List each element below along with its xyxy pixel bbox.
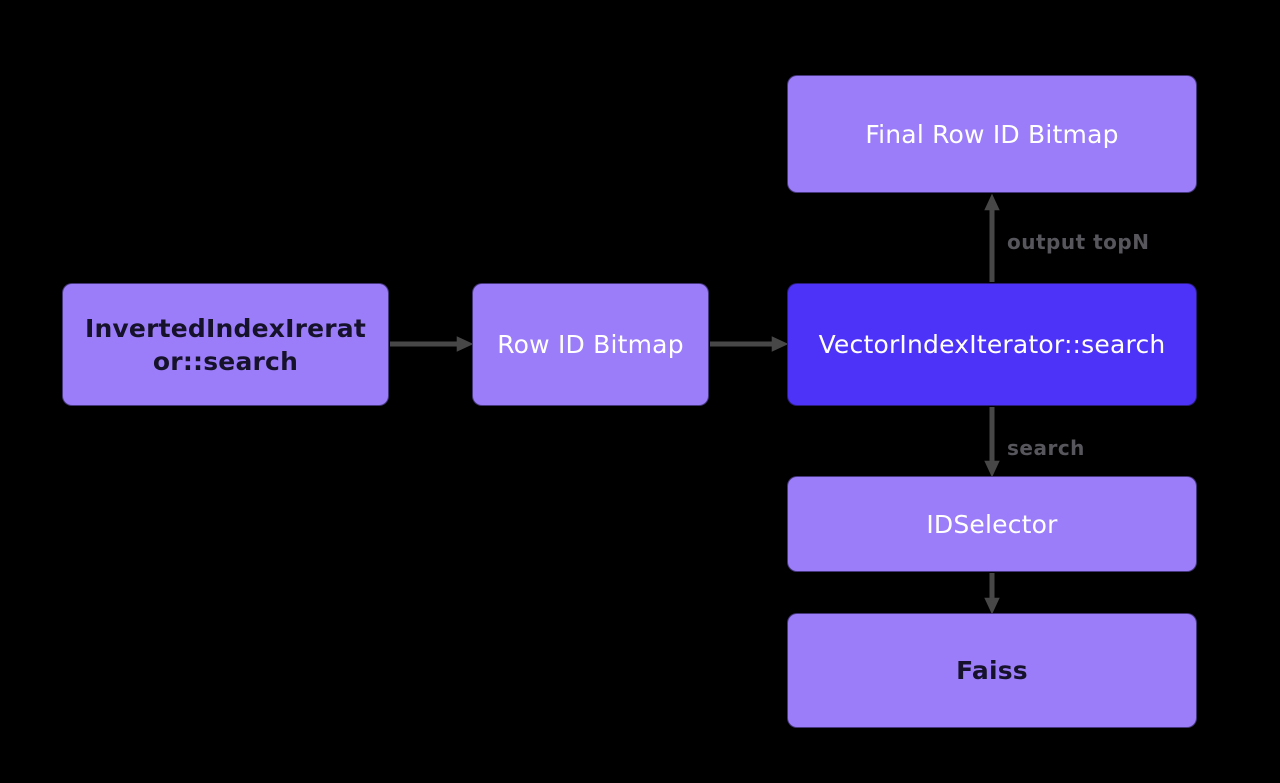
node-row-id-bitmap: Row ID Bitmap <box>472 283 709 406</box>
edge-label-search: search <box>1007 436 1085 460</box>
node-vector-index-iterator-search: VectorIndexIterator::search <box>787 283 1197 406</box>
node-final-row-id-bitmap: Final Row ID Bitmap <box>787 75 1197 193</box>
node-inverted-index-iterator-search: InvertedIndexIrerator::search <box>62 283 389 406</box>
edge-label-output-topn: output topN <box>1007 230 1150 254</box>
node-faiss: Faiss <box>787 613 1197 728</box>
node-id-selector: IDSelector <box>787 476 1197 572</box>
